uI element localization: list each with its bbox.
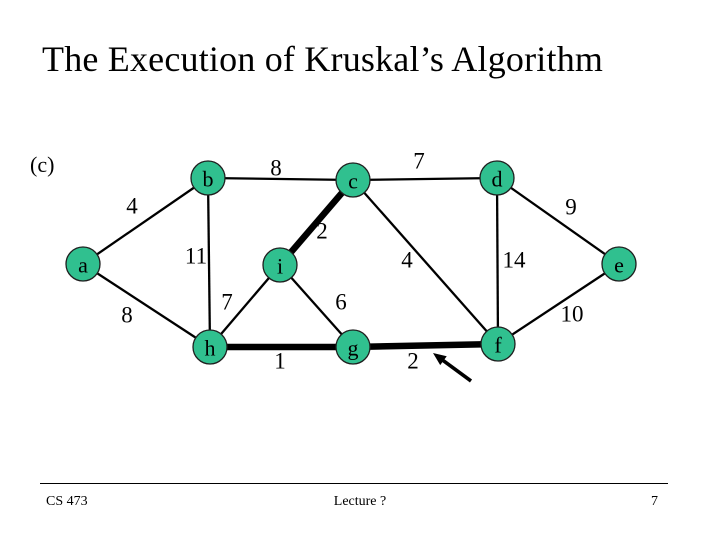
edge-ci-selected [277, 177, 356, 268]
edge-hi [209, 264, 281, 348]
node-f [480, 326, 516, 362]
node-label-c: c [348, 169, 358, 194]
node-a [65, 246, 101, 282]
edge-ig [279, 264, 354, 348]
edge-weight-hg: 1 [274, 349, 286, 374]
edge-weight-gf: 2 [407, 349, 419, 374]
edge-ah [82, 263, 211, 348]
node-i [262, 247, 298, 283]
current-edge-arrow-head-icon [433, 353, 447, 366]
slide-title: The Execution of Kruskal’s Algorithm [42, 39, 604, 79]
node-e [601, 246, 637, 282]
current-edge-arrow-shaft [437, 355, 473, 383]
edge-cf [352, 179, 499, 345]
edge-weight-bc: 8 [270, 156, 282, 181]
edge-cd [352, 176, 498, 182]
node-label-g: g [348, 336, 359, 361]
edge-weight-ab: 4 [126, 194, 138, 219]
node-d [479, 160, 515, 196]
node-label-f: f [494, 333, 502, 358]
edge-weight-cd: 7 [413, 149, 425, 174]
node-label-d: d [492, 167, 503, 192]
footer-course-label: CS 473 [46, 494, 88, 509]
edge-bh [206, 177, 212, 348]
footer-divider [40, 483, 668, 484]
node-b [190, 160, 226, 196]
node-label-b: b [203, 167, 214, 192]
node-c [335, 162, 371, 198]
edge-weight-de: 9 [565, 195, 577, 220]
edge-weight-ah: 8 [121, 303, 133, 328]
edge-weight-ef: 10 [561, 302, 584, 327]
edge-df [495, 177, 500, 345]
node-g [335, 329, 371, 365]
edge-bc [207, 176, 354, 182]
edge-ab [82, 177, 209, 265]
node-label-h: h [205, 336, 216, 361]
node-label-i: i [277, 254, 283, 279]
edge-gf-selected [352, 340, 499, 351]
edge-ef [497, 263, 620, 345]
footer-page-number: 7 [651, 494, 658, 509]
edge-weight-ig: 6 [335, 290, 347, 315]
edge-de [496, 177, 620, 265]
node-label-e: e [614, 253, 624, 278]
edge-weight-bh: 11 [185, 244, 207, 269]
edge-weight-df: 14 [503, 248, 527, 273]
node-label-a: a [78, 253, 88, 278]
edge-weight-cf: 4 [401, 248, 413, 273]
edge-weight-ci: 2 [316, 219, 328, 244]
step-label: (c) [30, 152, 55, 177]
edge-weight-hi: 7 [221, 290, 233, 315]
footer-lecture-label: Lecture ? [333, 494, 387, 509]
node-h [192, 329, 228, 365]
